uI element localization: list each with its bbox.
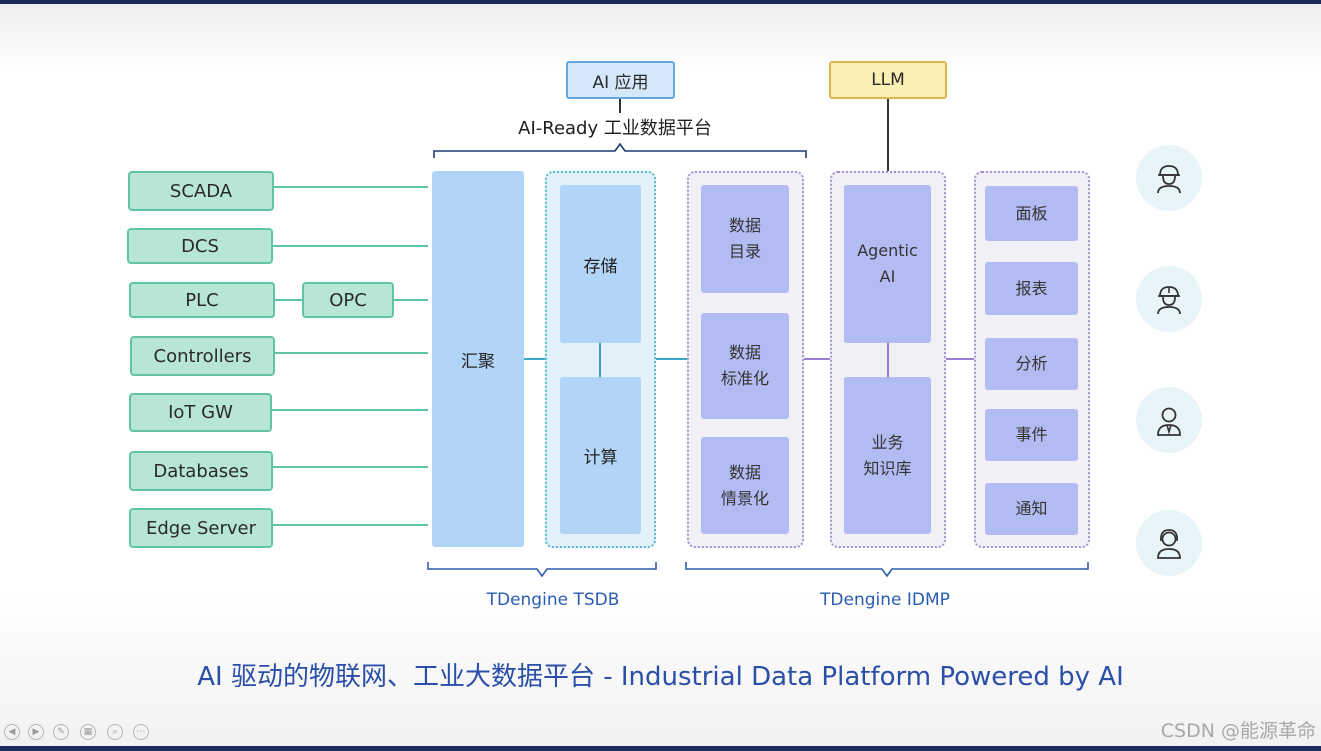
app-notify-label: 通知	[1015, 499, 1048, 518]
platform-label-text: AI-Ready 工业数据平台	[518, 118, 712, 139]
engineer-icon	[1157, 165, 1181, 194]
footer-title-text: AI 驱动的物联网、工业大数据平台 - Industrial Data Plat…	[197, 662, 1124, 692]
persona-manager	[1136, 387, 1202, 453]
persona-operator	[1136, 510, 1202, 576]
source-dcs-label: DCS	[181, 235, 219, 257]
window-frame-bottom	[0, 746, 1321, 751]
tsdb-bracket	[427, 562, 657, 578]
app-event-label: 事件	[1015, 425, 1048, 444]
persona-engineer-1	[1136, 145, 1202, 211]
source-opc-label: OPC	[329, 289, 367, 311]
ai-app-connector	[619, 99, 621, 113]
connector-tsdb-idmp	[656, 358, 687, 360]
persona-engineer-2	[1136, 266, 1202, 332]
data-contextualize-box: 数据情景化	[701, 437, 789, 534]
platform-bracket	[433, 142, 807, 158]
connector-controllers	[275, 352, 428, 354]
app-report-label: 报表	[1015, 278, 1048, 298]
source-opc: OPC	[302, 282, 394, 318]
window-frame-top	[0, 0, 1321, 4]
source-iot-gw: IoT GW	[129, 393, 272, 432]
source-plc-label: PLC	[185, 289, 219, 311]
storage-label: 存储	[583, 256, 618, 277]
idmp-label: TDengine IDMP	[760, 590, 1010, 610]
connector-databases	[273, 466, 428, 468]
data-contextualize-line2: 情景化	[720, 488, 769, 508]
source-scada-label: SCADA	[169, 180, 233, 202]
prev-slide-icon[interactable]: ◀	[4, 724, 20, 740]
worker-icon	[1157, 286, 1181, 315]
ai-app-label: AI 应用	[592, 72, 649, 93]
tsdb-label: TDengine TSDB	[440, 590, 666, 610]
data-catalog-box: 数据目录	[701, 185, 789, 293]
play-icon[interactable]: ▶	[28, 724, 44, 740]
storage-box: 存储	[560, 185, 641, 343]
manager-icon	[1157, 407, 1181, 436]
tsdb-label-text: TDengine TSDB	[486, 590, 620, 610]
data-contextualize-line1: 数据	[728, 462, 761, 482]
aggregate-box: 汇聚	[432, 171, 524, 547]
source-scada: SCADA	[128, 171, 274, 211]
compute-label: 计算	[583, 448, 618, 468]
source-edge-server: Edge Server	[129, 508, 273, 548]
data-catalog-line1: 数据	[728, 216, 761, 235]
source-iot-gw-label: IoT GW	[168, 402, 233, 423]
knowledge-base-line2: 知识库	[863, 458, 912, 478]
connector-agentic-knowledge	[887, 343, 889, 377]
data-catalog-line2: 目录	[728, 242, 761, 261]
connector-edge-server	[273, 524, 428, 526]
app-analysis-label: 分析	[1015, 354, 1048, 373]
knowledge-base-line1: 业务	[871, 432, 904, 452]
source-controllers-label: Controllers	[153, 345, 252, 367]
llm-connector	[887, 99, 889, 171]
connector-aggregate-storage	[524, 358, 546, 360]
idmp-label-text: TDengine IDMP	[820, 590, 950, 610]
pen-icon[interactable]: ✎	[53, 724, 69, 740]
agentic-ai-line2: AI	[879, 267, 896, 286]
app-dashboard-box: 面板	[985, 186, 1078, 241]
source-databases-label: Databases	[153, 460, 249, 482]
zoom-icon[interactable]: ⌕	[107, 724, 123, 740]
aggregate-label: 汇聚	[461, 351, 495, 372]
llm-label: LLM	[871, 70, 905, 90]
source-dcs: DCS	[127, 228, 273, 264]
source-plc: PLC	[129, 282, 275, 318]
connector-iot-gw	[272, 409, 428, 411]
connector-data-ai	[804, 358, 830, 360]
agentic-ai-line1: Agentic	[857, 241, 918, 260]
source-controllers: Controllers	[130, 336, 275, 376]
more-icon[interactable]: ⋯	[133, 724, 149, 740]
connector-plc-opc	[275, 299, 302, 301]
data-standardize-line2: 标准化	[720, 369, 769, 388]
watermark: CSDN @能源革命	[1100, 716, 1316, 743]
compute-box: 计算	[560, 377, 641, 534]
app-notify-box: 通知	[985, 483, 1078, 535]
knowledge-base-box: 业务知识库	[844, 377, 931, 534]
source-databases: Databases	[129, 451, 273, 491]
idmp-bracket	[685, 562, 1089, 578]
connector-storage-compute	[599, 343, 601, 377]
app-event-box: 事件	[985, 409, 1078, 461]
connector-scada	[274, 186, 428, 188]
data-standardize-line1: 数据	[728, 343, 761, 362]
source-edge-server-label: Edge Server	[145, 517, 257, 539]
connector-opc	[394, 299, 428, 301]
slides-grid-icon[interactable]: ▦	[80, 724, 96, 740]
footer-title: AI 驱动的物联网、工业大数据平台 - Industrial Data Plat…	[60, 656, 1261, 693]
app-analysis-box: 分析	[985, 338, 1078, 390]
connector-dcs	[273, 245, 428, 247]
platform-label: AI-Ready 工业数据平台	[460, 114, 770, 140]
watermark-text: CSDN @能源革命	[1160, 720, 1316, 742]
data-standardize-box: 数据标准化	[701, 313, 789, 419]
app-report-box: 报表	[985, 262, 1078, 315]
ai-app-box: AI 应用	[566, 61, 675, 99]
llm-box: LLM	[829, 61, 947, 99]
operator-icon	[1157, 529, 1181, 559]
app-dashboard-label: 面板	[1015, 203, 1048, 223]
connector-ai-apps	[946, 358, 974, 360]
